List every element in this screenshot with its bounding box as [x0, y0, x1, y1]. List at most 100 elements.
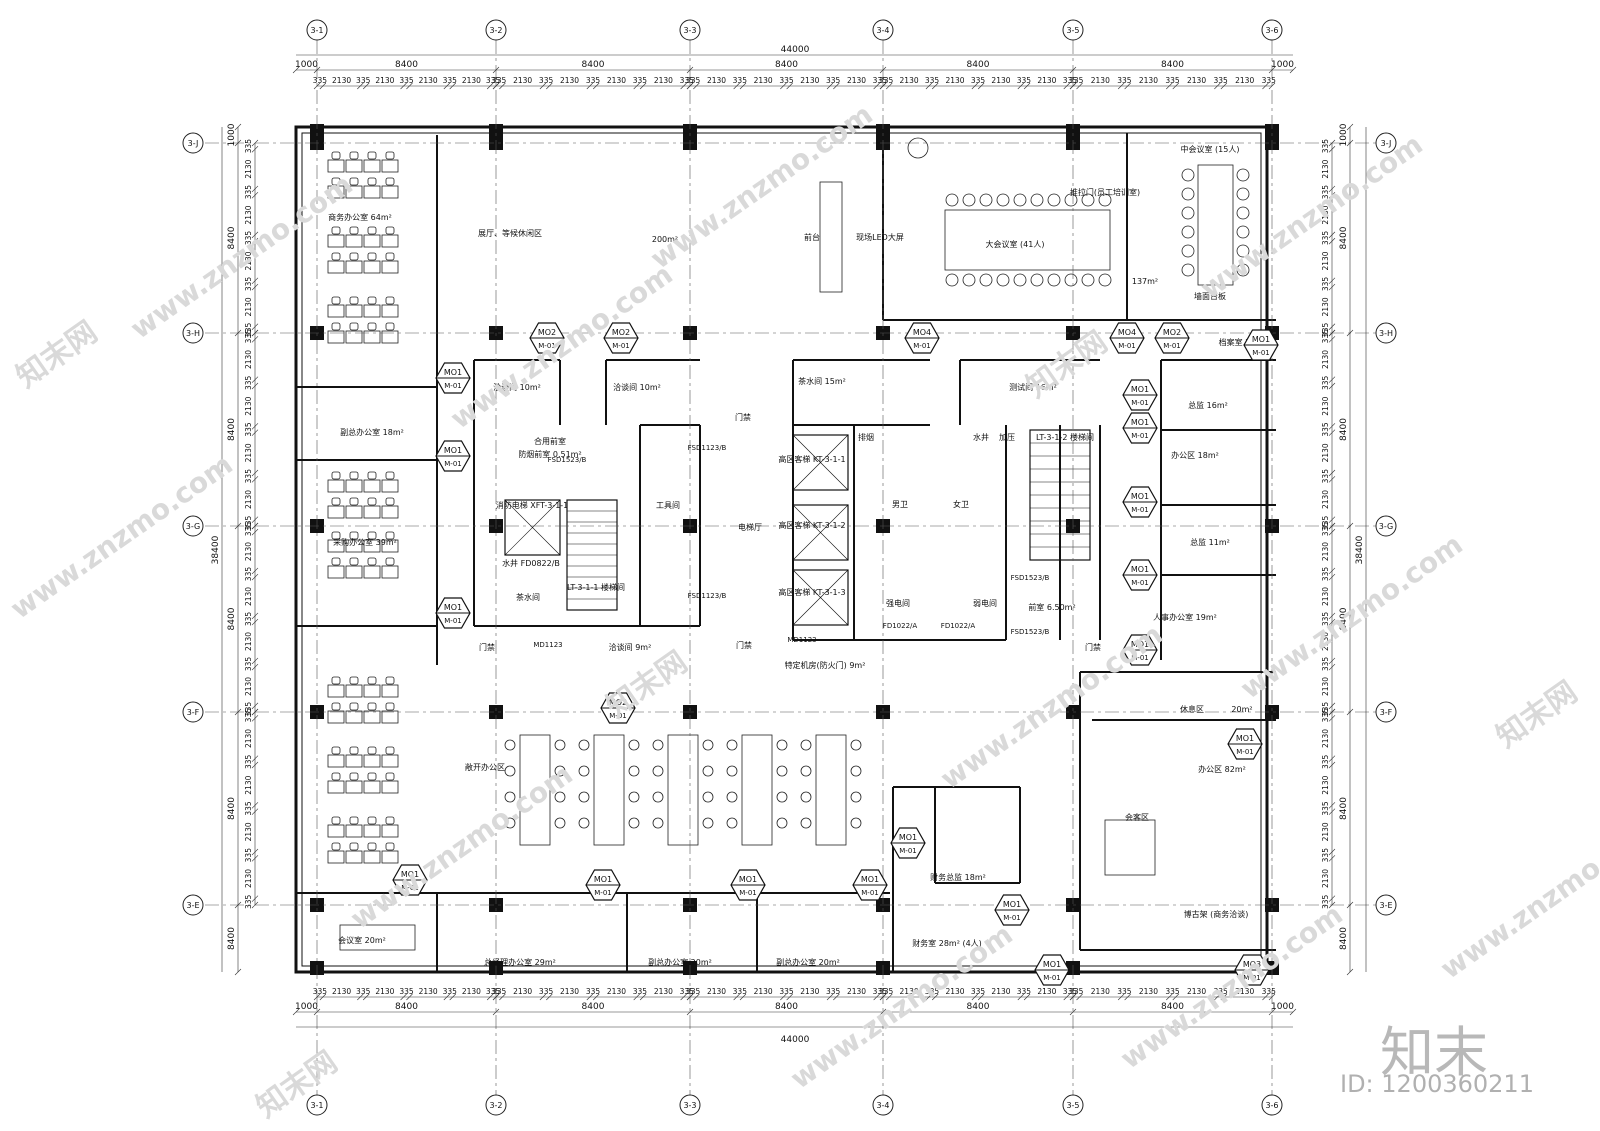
chair — [367, 151, 377, 160]
dimension-label: 335 — [244, 848, 253, 863]
dimension-label: 2130 — [513, 76, 532, 85]
dimension-label: 2130 — [607, 987, 626, 996]
grid-bubble — [872, 1094, 894, 1116]
desk — [381, 505, 399, 519]
dimension-tick — [400, 993, 407, 1001]
grid-bubble-label: 3-2 — [489, 1101, 502, 1110]
dimension-tick — [234, 901, 242, 909]
dimension-tick — [251, 702, 259, 710]
dimension-label: 2130 — [1235, 76, 1254, 85]
grid-bubble — [306, 19, 328, 41]
grid-bubble — [485, 19, 507, 41]
grid-bubble — [306, 1094, 328, 1116]
dimension-tick — [251, 283, 259, 291]
room-label: 合用前室 — [534, 436, 566, 446]
dimension-tick — [251, 708, 259, 716]
dimension-label: 335 — [244, 515, 253, 530]
door-tag-code: MO3 — [1243, 960, 1261, 969]
chair — [1181, 206, 1195, 220]
room-label: 门禁 — [735, 412, 751, 422]
dimension-tick — [251, 618, 259, 626]
dimension-label: 335 — [1262, 987, 1277, 996]
door-tag-code: MO1 — [1252, 335, 1270, 344]
dimension-tick — [686, 993, 694, 1001]
dimension-label: 8400 — [1339, 418, 1349, 441]
dimension-tick — [251, 191, 259, 199]
desk — [327, 185, 345, 199]
desk — [381, 539, 399, 553]
dimension-label: 44000 — [781, 1035, 810, 1045]
dimension-label: 2130 — [419, 987, 438, 996]
dimension-tick — [1328, 848, 1336, 856]
desk — [363, 824, 381, 838]
dimension-label: 2130 — [244, 205, 253, 224]
dimension-tick — [1289, 1008, 1297, 1016]
dimension-tick — [733, 993, 740, 1001]
dimension-tick — [879, 82, 887, 90]
dimension-tick — [1328, 382, 1336, 390]
dimension-tick — [1124, 993, 1131, 1001]
dimension-label: 2130 — [419, 76, 438, 85]
chair — [850, 817, 862, 829]
dimension-tick — [1346, 708, 1354, 716]
chair — [1181, 168, 1195, 182]
dimension-label: 2130 — [607, 76, 626, 85]
chair — [349, 676, 359, 685]
chair — [349, 151, 359, 160]
grid-bubble-label: 3-G — [1379, 522, 1393, 531]
dimension-label: 335 — [733, 987, 748, 996]
dimension-label: 2130 — [560, 987, 579, 996]
dimension-label: 2130 — [1139, 76, 1158, 85]
structural-column — [683, 124, 697, 138]
dimension-label: 335 — [1321, 522, 1330, 537]
door-tag-code: MO2 — [612, 328, 630, 337]
dimension-label: 335 — [244, 801, 253, 816]
door-tag-ref: M-01 — [1131, 506, 1148, 514]
door-tag-code: MO1 — [1131, 418, 1149, 427]
door-tag-ref: M-01 — [1131, 579, 1148, 587]
dimension-label: 8400 — [967, 1002, 990, 1012]
room-label: 大会议室 (41人) — [986, 239, 1045, 249]
dimension-tick — [886, 82, 893, 90]
grid-bubble-label: 3-1 — [310, 26, 323, 35]
dimension-label: 335 — [826, 76, 841, 85]
dimension-tick — [1346, 522, 1354, 530]
chair — [962, 273, 976, 287]
door-tag-ref: M-01 — [1243, 974, 1260, 982]
room-label: 采购办公室 39m² — [333, 537, 397, 547]
dimension-label: 335 — [686, 987, 701, 996]
chair — [800, 791, 812, 803]
dimension-tick — [879, 66, 887, 74]
dimension-label: 2130 — [244, 822, 253, 841]
dimension-label: 2130 — [1321, 251, 1330, 270]
dimension-tick — [977, 82, 985, 90]
dimension-tick — [1328, 237, 1336, 245]
dimension-tick — [886, 993, 893, 1001]
dimension-tick — [251, 528, 259, 536]
dimension-label: 8400 — [1161, 1002, 1184, 1012]
dimension-label: 2130 — [800, 987, 819, 996]
dimension-tick — [833, 993, 840, 1001]
elevator-shaft — [792, 569, 849, 626]
dimension-tick — [539, 82, 547, 90]
chair — [367, 471, 377, 480]
chair — [800, 739, 812, 751]
desk — [363, 710, 381, 724]
dimension-label: 335 — [244, 375, 253, 390]
room-label: 水井 FD0822/B — [502, 558, 560, 568]
grid-bubble-label: 3-1 — [310, 1101, 323, 1110]
grid-bubble — [182, 322, 204, 344]
door-tag-ref: M-01 — [1118, 342, 1135, 350]
dimension-tick — [292, 1008, 300, 1016]
dimension-tick — [971, 993, 979, 1001]
dimension-label: 335 — [686, 76, 701, 85]
dimension-tick — [1076, 82, 1083, 90]
dimension-tick — [686, 82, 694, 90]
dimension-tick — [1023, 82, 1031, 90]
chair — [996, 273, 1010, 287]
dimension-tick — [251, 336, 259, 343]
dimension-tick — [251, 139, 259, 147]
room-label: 财务室 28m² (4人) — [912, 938, 982, 948]
dimension-label: 335 — [492, 987, 507, 996]
